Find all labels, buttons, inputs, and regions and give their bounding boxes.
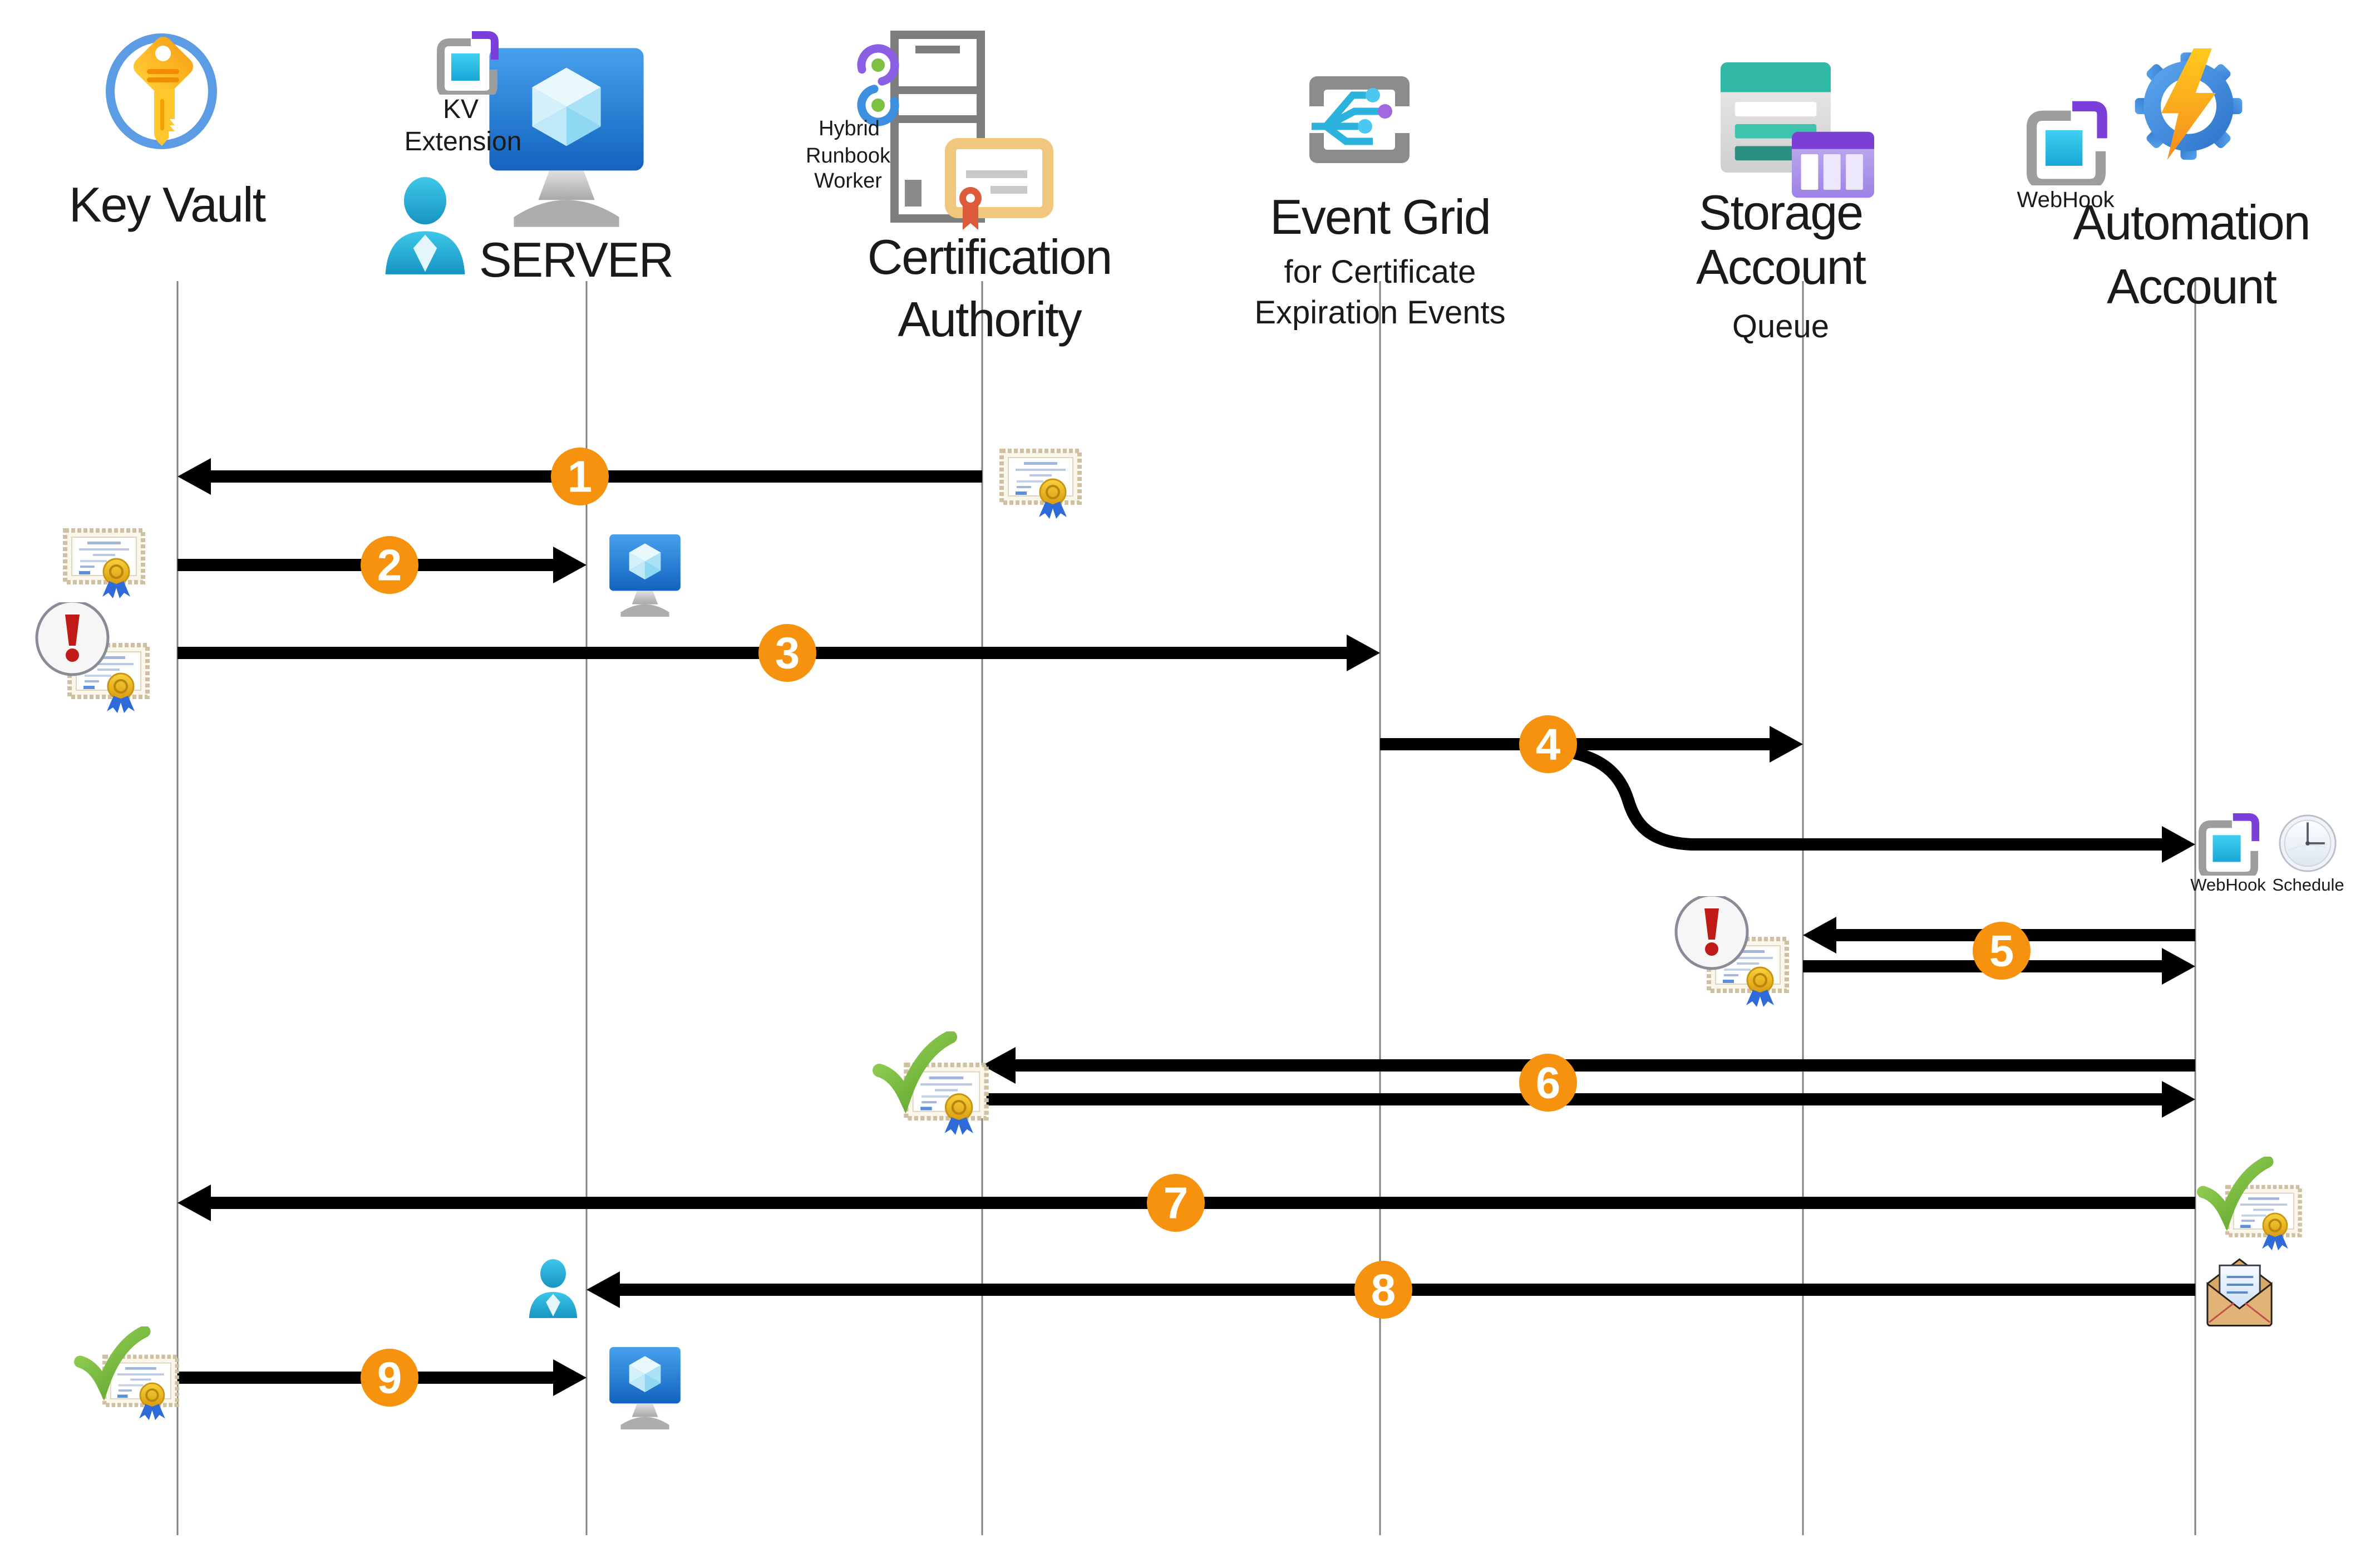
webhook-icon: [2032, 106, 2102, 184]
person-icon: [529, 1259, 578, 1318]
step-badge-4: 4: [1519, 715, 1577, 773]
actor-sublabel: Queue: [1732, 308, 1829, 345]
step-badge-9: 9: [361, 1349, 418, 1407]
automation-account-icon: [2135, 48, 2243, 160]
step-number: 9: [377, 1353, 402, 1403]
actor-label: Certification: [868, 229, 1112, 284]
actor-storage-account: Storage Account Queue: [1696, 62, 1874, 345]
arrowhead-right: [553, 547, 587, 583]
worker-label: Hybrid: [819, 117, 880, 140]
kv-extension-label: Extension: [405, 127, 522, 156]
arrowhead-left: [982, 1047, 1016, 1084]
actor-label: SERVER: [479, 232, 673, 287]
webhook-icon: [2202, 817, 2255, 876]
step-badge-5: 5: [1973, 922, 2031, 980]
expiring-certificate-icon: [1676, 895, 1787, 1007]
arrowhead-right: [2162, 948, 2195, 985]
actor-key-vault: Key Vault: [69, 33, 267, 232]
webhook-label: WebHook: [2017, 188, 2115, 212]
step-number: 8: [1371, 1265, 1396, 1315]
renewed-certificate-icon: [2203, 1162, 2300, 1250]
actor-automation-account: WebHook Automation Account: [2017, 48, 2311, 314]
arrowhead-right: [1347, 635, 1380, 671]
step-number: 3: [775, 628, 800, 678]
arrowhead-right: [2162, 826, 2195, 863]
step-number: 1: [568, 452, 593, 502]
virtual-machine-icon: [609, 534, 681, 617]
lifelines: [176, 281, 2196, 1535]
step-badge-8: 8: [1354, 1261, 1412, 1319]
kv-extension-label: KV: [443, 95, 479, 124]
actor-label: Authority: [898, 292, 1082, 347]
step-number: 4: [1536, 720, 1561, 769]
person-icon: [385, 177, 465, 274]
schedule-label: Schedule: [2272, 875, 2344, 895]
arrow-step-6: [982, 1047, 2195, 1118]
event-grid-icon: [1309, 76, 1410, 163]
actor-sublabel: for Certificate: [1284, 254, 1476, 290]
step-number: 6: [1536, 1058, 1561, 1108]
actor-label: Key Vault: [69, 177, 266, 232]
arrowhead-right: [2162, 1081, 2195, 1118]
email-notification-icon: [2206, 1258, 2273, 1327]
actor-server: KV Extension SERVER: [385, 35, 674, 287]
key-vault-icon: [110, 33, 213, 146]
renewed-certificate-icon: [879, 1037, 987, 1135]
worker-label: Runbook: [806, 144, 891, 168]
actor-label: Storage: [1699, 185, 1862, 240]
arrowhead-right: [553, 1359, 587, 1396]
actor-label: Account: [1696, 239, 1866, 294]
actor-label: Event Grid: [1270, 189, 1490, 244]
step-number: 5: [1989, 926, 2014, 976]
step-badge-3: 3: [758, 624, 816, 682]
worker-label: Worker: [814, 169, 882, 193]
step-badge-6: 6: [1519, 1054, 1577, 1112]
actor-certification-authority: Hybrid Runbook Worker Certification Auth…: [806, 35, 1112, 347]
kv-extension-icon: [441, 35, 495, 95]
arrowhead-left: [587, 1271, 620, 1308]
actor-sublabel: Expiration Events: [1254, 294, 1505, 331]
step-badge-2: 2: [361, 536, 418, 594]
actor-event-grid: Event Grid for Certificate Expiration Ev…: [1254, 76, 1506, 331]
expiring-certificate-icon: [37, 601, 147, 713]
step-number: 2: [377, 540, 402, 590]
schedule-clock-icon: [2279, 814, 2337, 872]
actor-label: Automation: [2073, 195, 2309, 250]
arrowhead-left: [178, 458, 211, 495]
actor-label: Account: [2107, 259, 2277, 314]
certificate-icon: [65, 530, 143, 598]
webhook-label: WebHook: [2190, 875, 2266, 895]
arrow-step-4: [1380, 726, 2195, 863]
arrowhead-right: [1770, 726, 1803, 763]
branch-curve: [1553, 744, 2168, 851]
certificate-icon: [950, 144, 1048, 230]
arrowhead-left: [178, 1185, 211, 1221]
step-badge-7: 7: [1147, 1174, 1205, 1232]
certificate-icon: [1002, 451, 1080, 519]
step-number: 7: [1164, 1178, 1189, 1228]
virtual-machine-icon: [609, 1347, 681, 1429]
step-badge-1: 1: [551, 448, 609, 505]
renewed-certificate-icon: [80, 1331, 177, 1420]
arrowhead-left: [1803, 917, 1836, 954]
